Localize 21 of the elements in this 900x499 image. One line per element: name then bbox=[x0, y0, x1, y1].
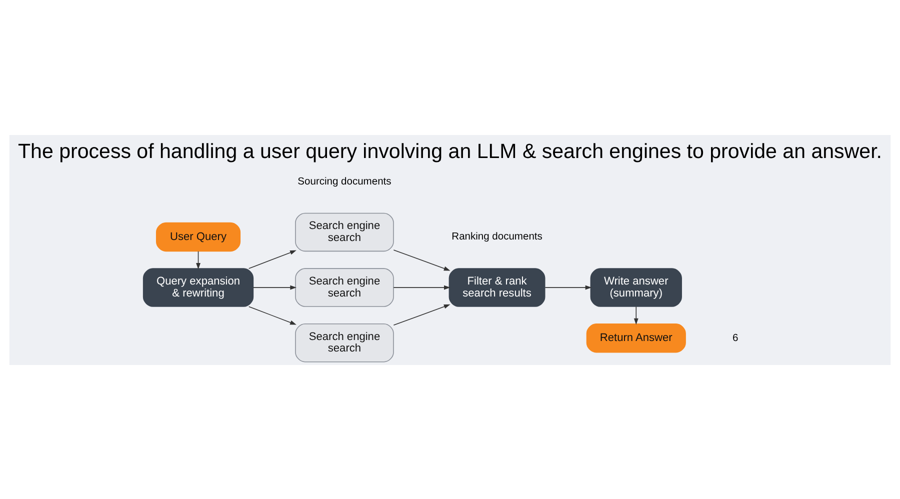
node-box: Return Answer bbox=[586, 323, 686, 352]
arrow bbox=[196, 250, 200, 269]
arrow bbox=[393, 284, 450, 290]
node-box: Search engine search bbox=[295, 212, 394, 252]
label: Sourcing documents bbox=[298, 176, 392, 187]
arrow bbox=[544, 284, 592, 290]
node-box: User Query bbox=[156, 222, 241, 252]
arrow bbox=[393, 304, 450, 326]
label: Ranking documents bbox=[452, 231, 542, 242]
diagram-title: The process of handling a user query involving an LLM & search engines to provide an answer. bbox=[18, 139, 882, 162]
arrow bbox=[634, 306, 638, 324]
node-box: Write answer (summary) bbox=[590, 268, 682, 306]
arrow bbox=[248, 306, 296, 324]
arrow bbox=[248, 250, 296, 268]
node-box: Query expansion & rewriting bbox=[142, 268, 254, 306]
label: 6 bbox=[732, 332, 738, 344]
arrow bbox=[252, 284, 296, 290]
node-box: Filter & rank search results bbox=[448, 268, 546, 306]
node-box: Search engine search bbox=[295, 323, 394, 362]
arrow bbox=[393, 249, 450, 270]
node-box: Search engine search bbox=[295, 268, 394, 306]
